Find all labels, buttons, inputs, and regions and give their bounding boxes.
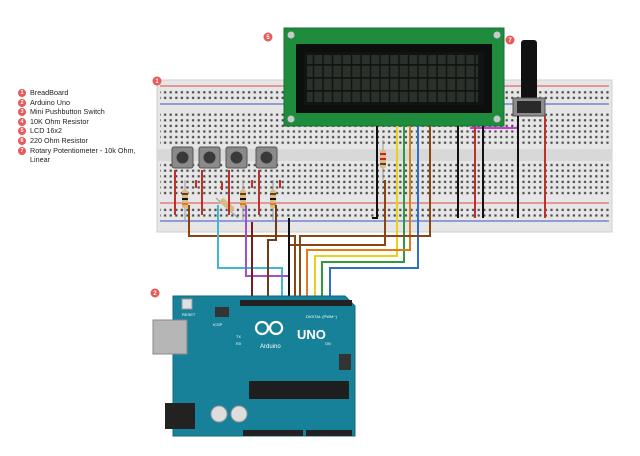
legend-label: 10K Ohm Resistor bbox=[30, 116, 89, 126]
resistor-10k-4 bbox=[270, 180, 276, 220]
uno-label: UNO bbox=[297, 327, 326, 342]
lcd-wires bbox=[372, 116, 546, 219]
legend-item-arduino: 2 Arduino Uno bbox=[18, 98, 138, 108]
resistor-10k-2 bbox=[215, 197, 239, 219]
pushbutton-3 bbox=[225, 146, 248, 169]
tx-label: TX bbox=[236, 335, 241, 339]
legend-item-breadboard: 1 BreadBoard bbox=[18, 88, 138, 98]
legend-label: 220 Ohm Resistor bbox=[30, 135, 88, 145]
legend-item-pushbutton: 3 Mini Pushbutton Switch bbox=[18, 107, 138, 117]
marker-potentiometer: 7 bbox=[505, 35, 515, 45]
legend-item-10k-resistor: 4 10K Ohm Resistor bbox=[18, 117, 138, 127]
marker-arduino-label: 2 bbox=[153, 291, 157, 297]
power-header bbox=[243, 430, 303, 436]
on-label: ON bbox=[325, 342, 331, 346]
pushbutton-1 bbox=[171, 146, 194, 169]
usb-port bbox=[152, 319, 188, 355]
legend-label: Mini Pushbutton Switch bbox=[30, 107, 105, 117]
lcd-16x2 bbox=[283, 27, 505, 127]
resistor-220 bbox=[380, 140, 386, 180]
legend-number: 5 bbox=[18, 127, 26, 136]
marker-potentiometer-label: 7 bbox=[508, 38, 512, 44]
marker-lcd: 5 bbox=[263, 32, 273, 42]
pushbutton-4 bbox=[255, 146, 278, 169]
legend-label: Rotary Potentiometer - 10k Ohm, Linear bbox=[30, 145, 136, 165]
legend-label: Arduino Uno bbox=[30, 97, 70, 107]
arduino-brand: Arduino bbox=[260, 344, 281, 350]
marker-lcd-label: 5 bbox=[266, 35, 270, 41]
marker-arduino: 2 bbox=[150, 288, 160, 298]
marker-breadboard-label: 1 bbox=[155, 79, 159, 85]
legend-number: 4 bbox=[18, 117, 26, 126]
power-jack bbox=[165, 403, 195, 429]
legend-number: 2 bbox=[18, 98, 26, 107]
potentiometer bbox=[512, 40, 546, 117]
digital-label: DIGITAL (PWM~) bbox=[306, 314, 338, 319]
legend-number: 1 bbox=[18, 89, 26, 97]
marker-breadboard: 1 bbox=[152, 76, 162, 86]
rx-label: RX bbox=[236, 342, 242, 346]
legend: 1 BreadBoard 2 Arduino Uno 3 Mini Pushbutto… bbox=[18, 88, 138, 165]
microcontroller-chip bbox=[249, 381, 349, 399]
button-jumpers bbox=[174, 170, 281, 215]
analog-header bbox=[306, 430, 352, 436]
resistor-10k-1 bbox=[182, 180, 188, 220]
reset-button bbox=[181, 298, 193, 310]
legend-label: LCD 16x2 bbox=[30, 126, 62, 136]
resistor-10k-3 bbox=[240, 180, 246, 220]
digital-header bbox=[240, 300, 352, 306]
icsp-label: ICSP bbox=[213, 322, 223, 327]
legend-number: 7 bbox=[18, 146, 26, 155]
legend-item-220-resistor: 6 220 Ohm Resistor bbox=[18, 136, 138, 146]
arduino-uno: RESET ICSP DIGITAL (PWM~) TX RX ON UNO A… bbox=[152, 295, 356, 437]
legend-item-potentiometer: 7 Rotary Potentiometer - 10k Ohm, Linear bbox=[18, 146, 138, 165]
legend-item-lcd: 5 LCD 16x2 bbox=[18, 126, 138, 136]
legend-label: BreadBoard bbox=[30, 88, 69, 97]
reset-label: RESET bbox=[182, 312, 196, 317]
pushbutton-2 bbox=[198, 146, 221, 169]
arduino-logo bbox=[254, 320, 284, 336]
legend-number: 3 bbox=[18, 108, 26, 117]
legend-number: 6 bbox=[18, 136, 26, 145]
